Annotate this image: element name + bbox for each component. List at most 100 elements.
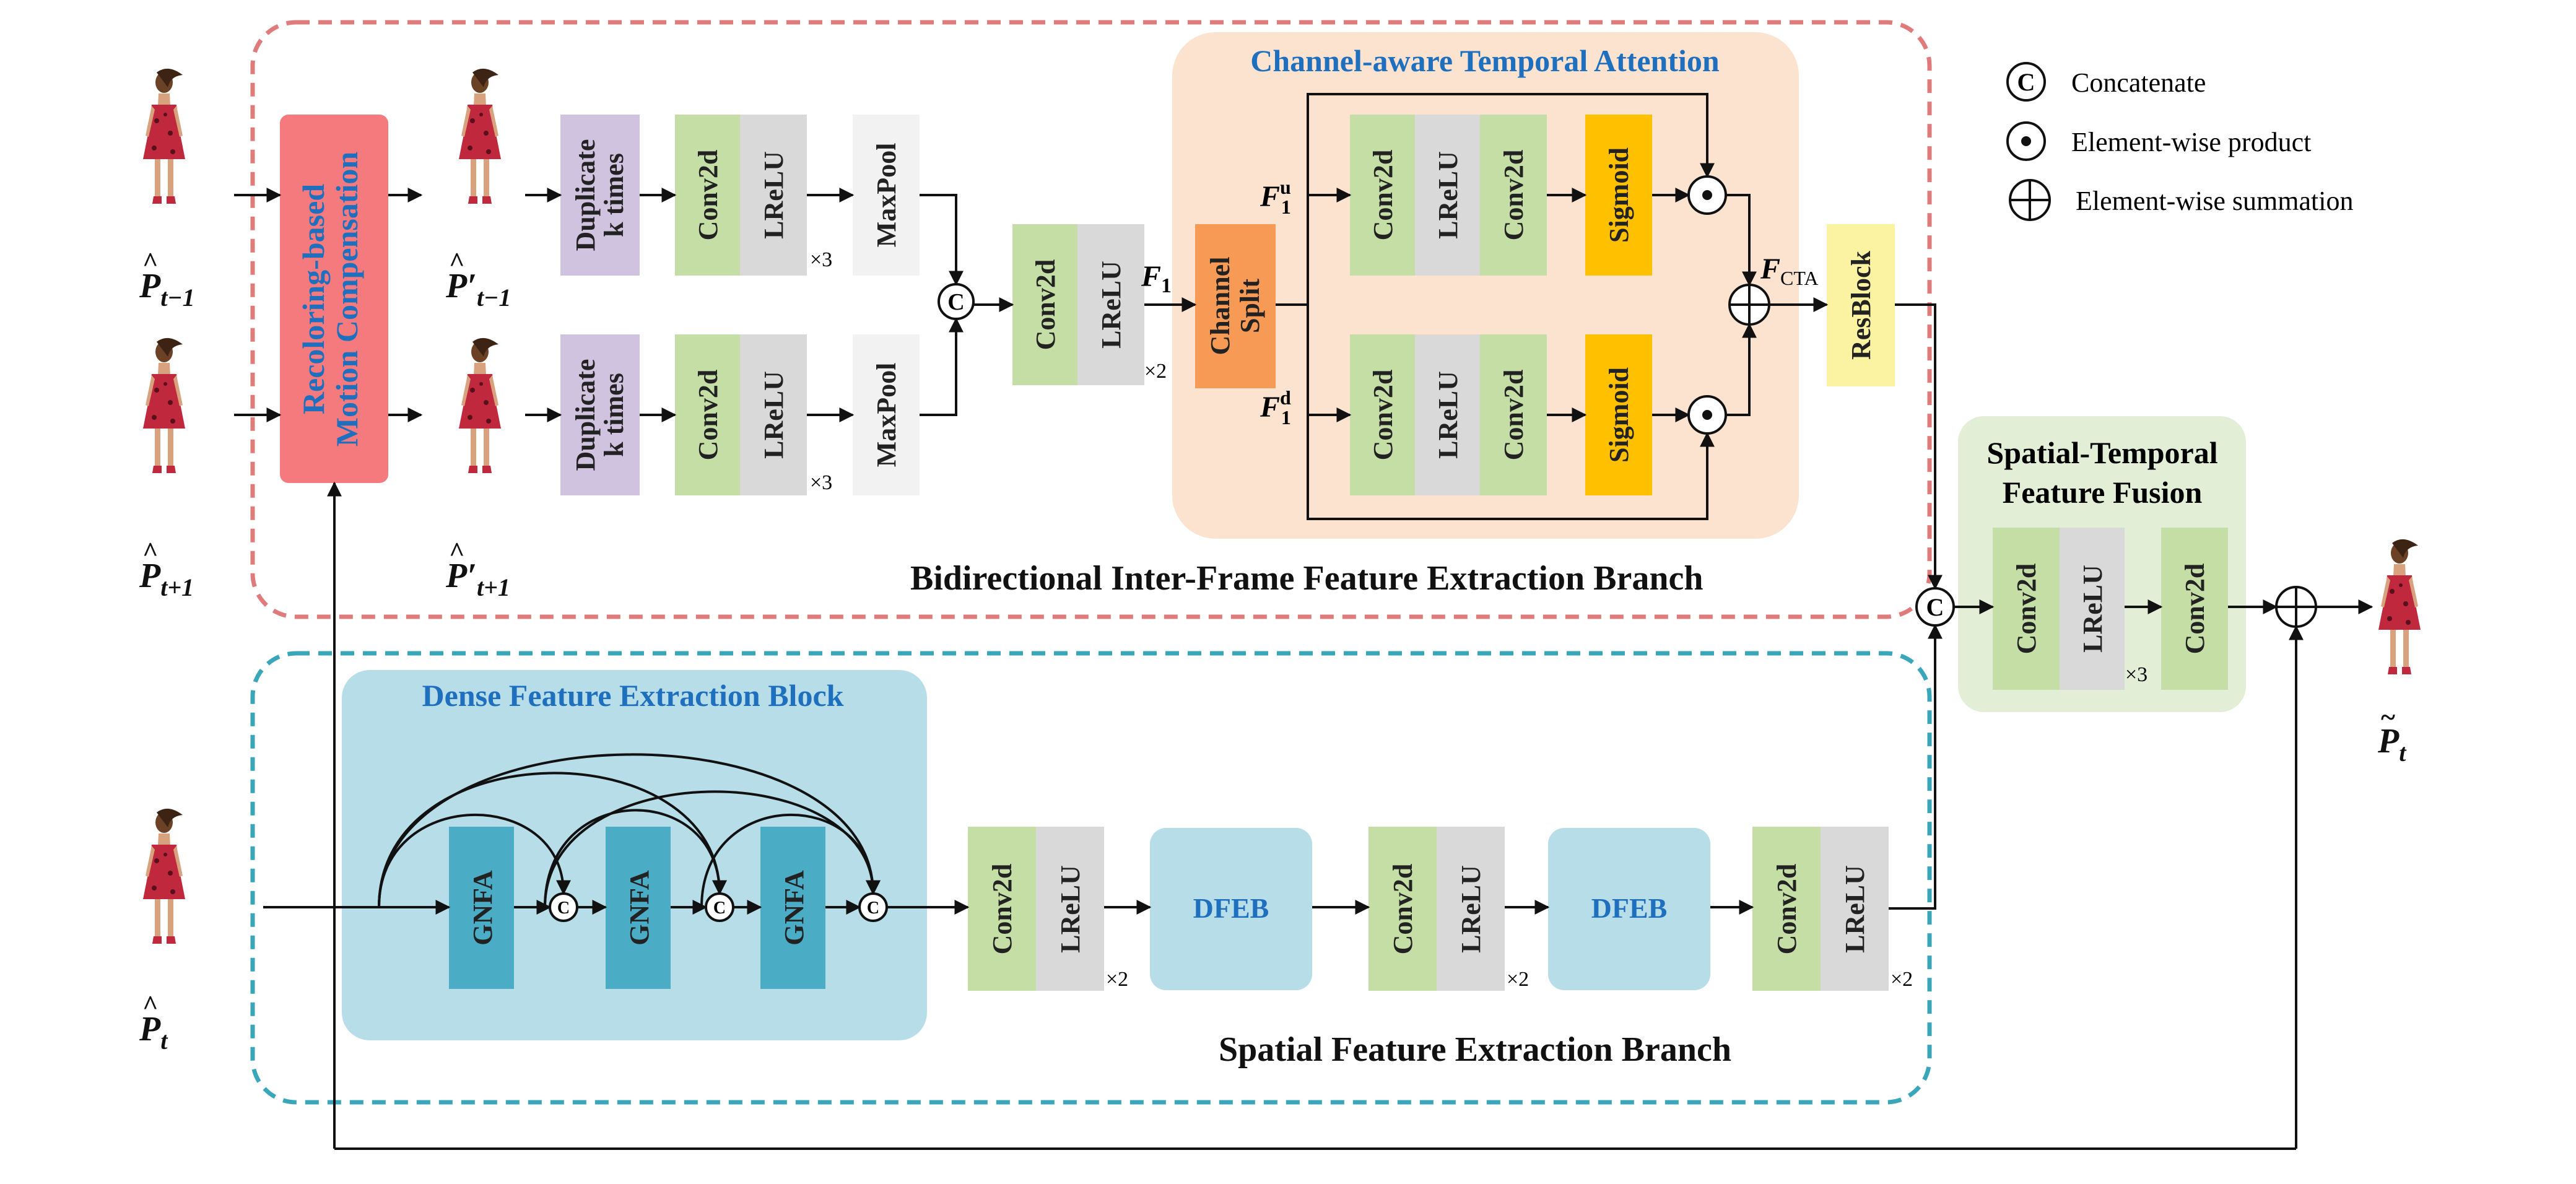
conv2d-cta-lower-1 [1350,334,1415,495]
duplicate-block-bottom [560,334,640,495]
label-p-prev: Pt−1 [139,267,195,311]
svg-text:Conv2d: Conv2d [1499,150,1529,241]
legend-concat-label: Concatenate [2071,67,2206,98]
svg-text:GNFA: GNFA [624,870,655,946]
recoloring-label-2: Motion Compensation [329,152,364,447]
lrelu-block-top [740,115,807,276]
legend-concat-icon [2006,62,2046,102]
svg-text:^: ^ [449,247,465,277]
input-frame-next-image [143,337,185,473]
repeat-x3-stff: ×3 [2125,663,2147,686]
repeat-x2-spatial-2: ×2 [1507,968,1529,991]
dense-block-title: Dense Feature Extraction Block [422,678,844,713]
svg-text:Sigmoid: Sigmoid [1604,147,1634,243]
maxpool-block-bottom [853,334,920,495]
compensated-frame-prev-image [459,68,501,204]
lrelu-spatial-2 [1437,827,1505,991]
svg-text:k times: k times [599,153,629,237]
conv2d-cta-upper-2 [1480,115,1547,276]
conv2d-block-top [675,115,740,276]
label-p-compensated-next: P′t+1 [445,557,510,601]
svg-text:LReLU: LReLU [2078,565,2108,653]
conv2d-stff-1 [1993,528,2060,690]
svg-text:GNFA: GNFA [779,870,809,946]
svg-text:Conv2d: Conv2d [2011,564,2042,655]
conv2d-spatial-3 [1752,827,1821,991]
sigmoid-cta-lower [1585,334,1652,495]
dfeb-block-2 [1548,828,1710,990]
svg-text:^: ^ [449,537,465,567]
svg-text:LReLU: LReLU [1456,865,1486,953]
input-frame-prev-image [143,68,185,204]
gnfa-block-3 [760,827,825,989]
resblock [1827,224,1895,386]
spatial-branch-frame [250,651,1932,1105]
svg-text:Conv2d: Conv2d [693,150,723,241]
bidirectional-branch-title: Bidirectional Inter-Frame Feature Extrac… [910,559,1703,598]
svg-text:Conv2d: Conv2d [693,370,723,461]
svg-text:C: C [713,899,726,918]
svg-text:Conv2d: Conv2d [987,864,1017,955]
svg-text:LReLU: LReLU [1840,865,1870,953]
svg-text:Channel: Channel [1205,257,1235,355]
svg-text:LReLU: LReLU [1096,261,1126,349]
svg-text:LReLU: LReLU [1433,371,1463,459]
lrelu-cta-upper [1415,115,1480,276]
spatial-branch-title: Spatial Feature Extraction Branch [1219,1030,1731,1069]
output-frame-image [2378,539,2421,674]
svg-text:C: C [1926,593,1944,621]
svg-text:Conv2d: Conv2d [1772,864,1802,955]
repeat-x3-top: ×3 [810,248,832,271]
svg-text:MaxPool: MaxPool [871,143,902,248]
label-f1: F1 [1141,260,1172,297]
svg-text:Conv2d: Conv2d [1388,864,1418,955]
label-p-next: Pt+1 [139,557,194,601]
conv2d-block-bottom [675,334,740,495]
repeat-x3-bottom: ×3 [810,471,832,494]
svg-text:C: C [2017,68,2035,96]
svg-text:DFEB: DFEB [1591,892,1668,924]
channel-split-block [1195,224,1276,388]
repeat-x2-spatial-3: ×2 [1891,968,1913,991]
repeat-x2-fuse: ×2 [1144,360,1167,383]
svg-text:LReLU: LReLU [759,371,789,459]
recoloring-label-1: Recoloring-based [296,184,331,414]
label-p-current: Pt [139,1010,168,1055]
conv2d-cta-lower-2 [1480,334,1547,495]
stff-title-2: Feature Fusion [2003,475,2203,510]
dfeb-block-1 [1150,828,1312,990]
svg-text:DFEB: DFEB [1193,892,1269,924]
svg-text:^: ^ [142,247,159,277]
svg-text:Conv2d: Conv2d [1499,370,1529,461]
svg-text:C: C [557,899,570,918]
svg-text:LReLU: LReLU [1055,865,1086,953]
lrelu-spatial-3 [1821,827,1889,991]
stff-title-1: Spatial-Temporal [1986,435,2217,470]
svg-text:MaxPool: MaxPool [871,363,902,468]
recoloring-motion-compensation-block [280,115,388,483]
svg-text:k times: k times [599,373,629,457]
conv2d-cta-upper-1 [1350,115,1415,276]
conv2d-stff-2 [2161,528,2228,690]
gnfa-block-1 [449,827,514,989]
label-fcta: FCTA [1760,253,1818,289]
conv2d-block-fuse [1012,224,1077,385]
svg-text:~: ~ [2381,702,2395,733]
cta-title: Channel-aware Temporal Attention [1250,43,1720,78]
legend-product-label: Element-wise product [2071,127,2311,157]
label-p-output: Pt [2377,722,2407,767]
svg-text:Sigmoid: Sigmoid [1604,367,1634,463]
label-p-compensated-prev: P′t−1 [445,267,511,311]
svg-text:Conv2d: Conv2d [2180,564,2210,655]
svg-text:GNFA: GNFA [468,870,498,946]
lrelu-block-bottom [740,334,807,495]
svg-text:LReLU: LReLU [759,151,789,239]
duplicate-block-top [560,115,640,276]
svg-text:Conv2d: Conv2d [1368,370,1398,461]
compensated-frame-next-image [459,337,501,473]
svg-text:C: C [867,899,879,918]
lrelu-spatial-1 [1036,827,1104,991]
conv2d-spatial-1 [968,827,1036,991]
